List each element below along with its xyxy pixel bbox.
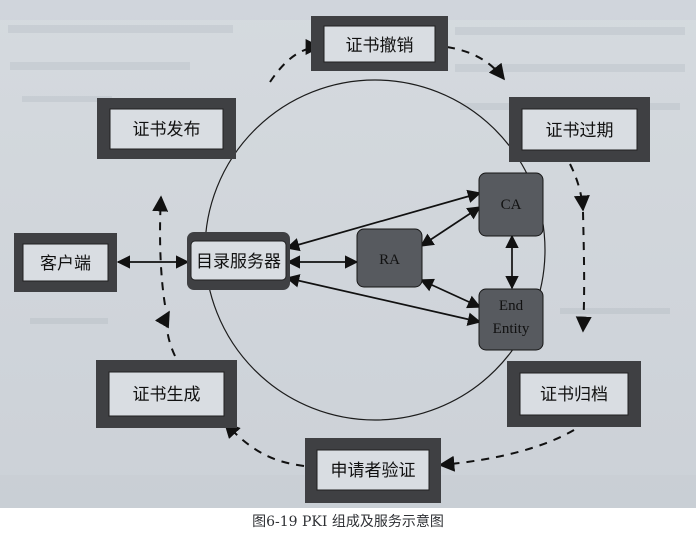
node-directory-label: 目录服务器 [196,252,281,272]
arrow-archive-to-verify [438,429,575,472]
figure-caption: 图6-19 PKI 组成及服务示意图 [252,514,444,530]
node-end-entity: End Entity [478,288,544,351]
node-publish: 证书发布 [97,98,236,159]
node-client: 客户端 [14,233,117,292]
arrow-directory-ca [285,189,482,252]
node-verify: 申请者验证 [305,438,441,503]
node-ca: CA [478,172,544,237]
node-expire-label: 证书过期 [546,121,614,141]
node-ra-label: RA [379,252,400,268]
node-expire: 证书过期 [509,97,650,162]
node-directory: 目录服务器 [187,232,290,290]
node-archive-label: 证书归档 [540,385,608,405]
node-revoke: 证书撤销 [311,16,448,71]
arrow-generate-to-left [154,310,176,357]
node-ra: RA [356,228,423,288]
node-revoke-label: 证书撤销 [346,36,414,56]
arrow-verify-to-generate [223,421,305,467]
arrow-ra-end-entity [419,278,482,309]
arrow-directory-end-entity [285,274,482,326]
node-archive: 证书归档 [507,361,641,427]
node-ca-label: CA [501,197,522,213]
node-client-label: 客户端 [40,254,91,274]
solid-arrows [116,189,519,326]
node-end-entity-line2: Entity [493,321,530,337]
node-verify-label: 申请者验证 [331,461,416,481]
arrow-right-to-archive [575,211,592,333]
pki-diagram: 证书撤销 证书发布 证书过期 客户端 证书生成 [0,16,696,508]
node-generate: 证书生成 [96,360,237,428]
diagram-photo: 证书撤销 证书发布 证书过期 客户端 证书生成 [0,0,696,508]
arrow-revoke-to-expire [446,46,505,81]
arrow-ra-ca [419,206,482,247]
arrow-expire-to-right [569,163,590,212]
node-generate-label: 证书生成 [133,385,201,405]
node-publish-label: 证书发布 [133,120,201,140]
arrow-left-to-publish [152,195,169,306]
node-end-entity-line1: End [499,298,524,314]
lifecycle-dashed-arrows [152,39,592,472]
